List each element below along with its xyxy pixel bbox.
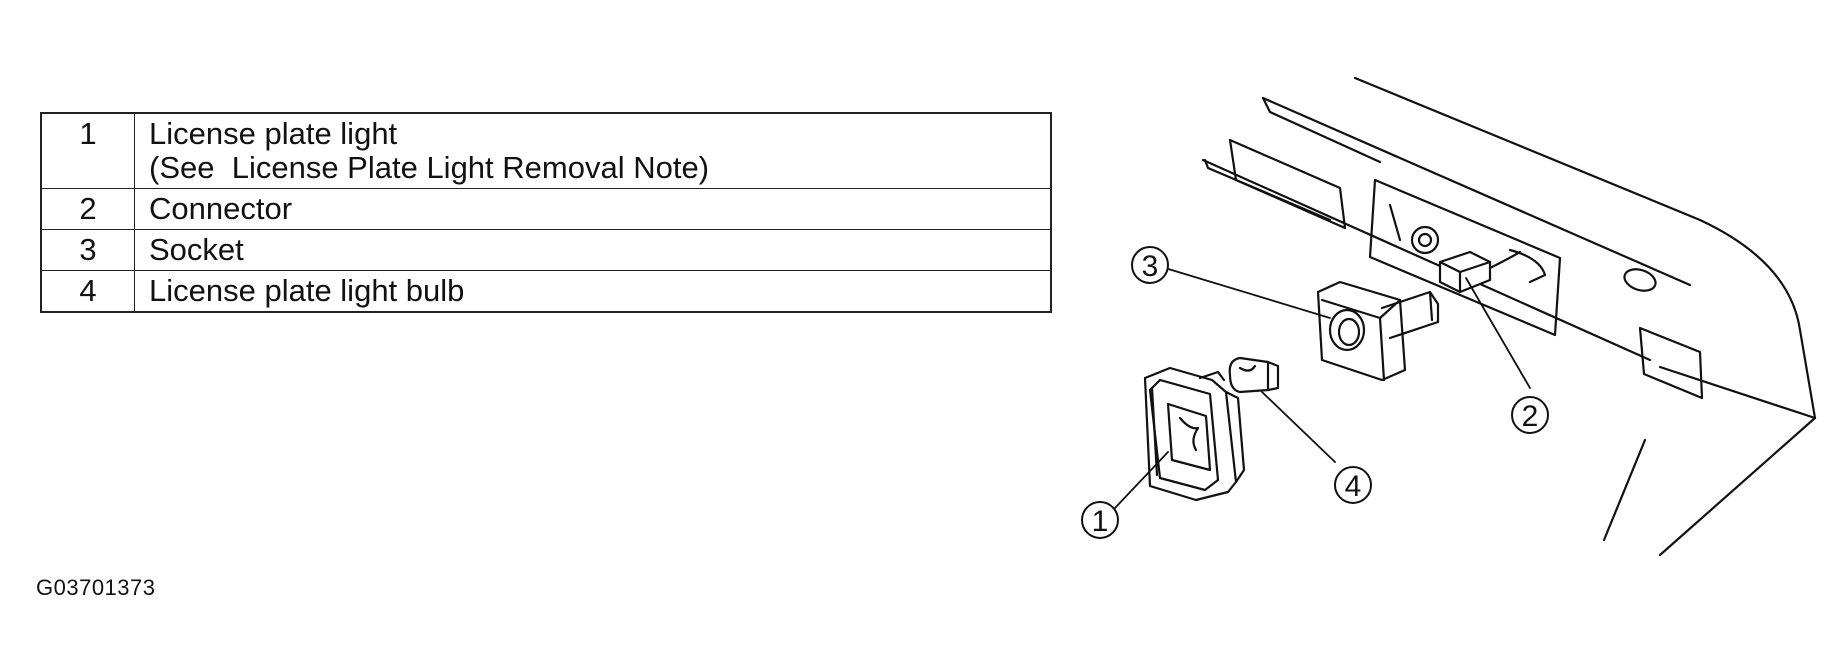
socket: [1316, 280, 1440, 382]
callout-leaders: [1114, 267, 1531, 509]
part-name: License plate light bulb: [149, 273, 465, 308]
callout-3-circle: [1131, 246, 1169, 284]
table-row: 4 License plate light bulb: [40, 270, 1052, 313]
parts-legend-table: 1 License plate light (See License Plate…: [40, 112, 1052, 313]
part-number: 3: [40, 229, 135, 271]
part-description: License plate light (See License Plate L…: [134, 112, 1052, 189]
callout-4-label: 4: [1345, 470, 1362, 503]
light-recess: [1368, 178, 1562, 337]
bulb: [1228, 356, 1280, 394]
callout-2-label: 2: [1522, 400, 1539, 433]
callout-4-circle: [1334, 466, 1372, 504]
table-row: 1 License plate light (See License Plate…: [40, 112, 1052, 189]
part-note: (See License Plate Light Removal Note): [149, 150, 710, 185]
callout-1-label: 1: [1092, 505, 1109, 538]
part-number: 1: [40, 112, 135, 189]
part-name: License plate light: [149, 116, 398, 151]
table-row: 2 Connector: [40, 188, 1052, 230]
license-plate-light-diagram: 1 2 3 4: [1081, 76, 1817, 557]
connector: [1438, 250, 1522, 294]
callout-1-circle: [1081, 501, 1119, 539]
table-row: 3 Socket: [40, 229, 1052, 271]
part-number: 4: [40, 270, 135, 313]
figure-id: G03701373: [36, 575, 156, 600]
part-name: Connector: [149, 191, 293, 226]
callout-2-circle: [1511, 396, 1549, 434]
callout-labels: 1 2 3 4: [1092, 250, 1539, 538]
part-description: Socket: [134, 229, 1052, 271]
license-plate-light-housing: [1143, 366, 1246, 502]
part-description: License plate light bulb: [134, 270, 1052, 313]
part-description: Connector: [134, 188, 1052, 230]
rear-bumper-panel: [1201, 76, 1817, 557]
part-name: Socket: [149, 232, 244, 267]
callout-circles: [1081, 246, 1549, 539]
callout-3-label: 3: [1142, 250, 1159, 283]
part-number: 2: [40, 188, 135, 230]
